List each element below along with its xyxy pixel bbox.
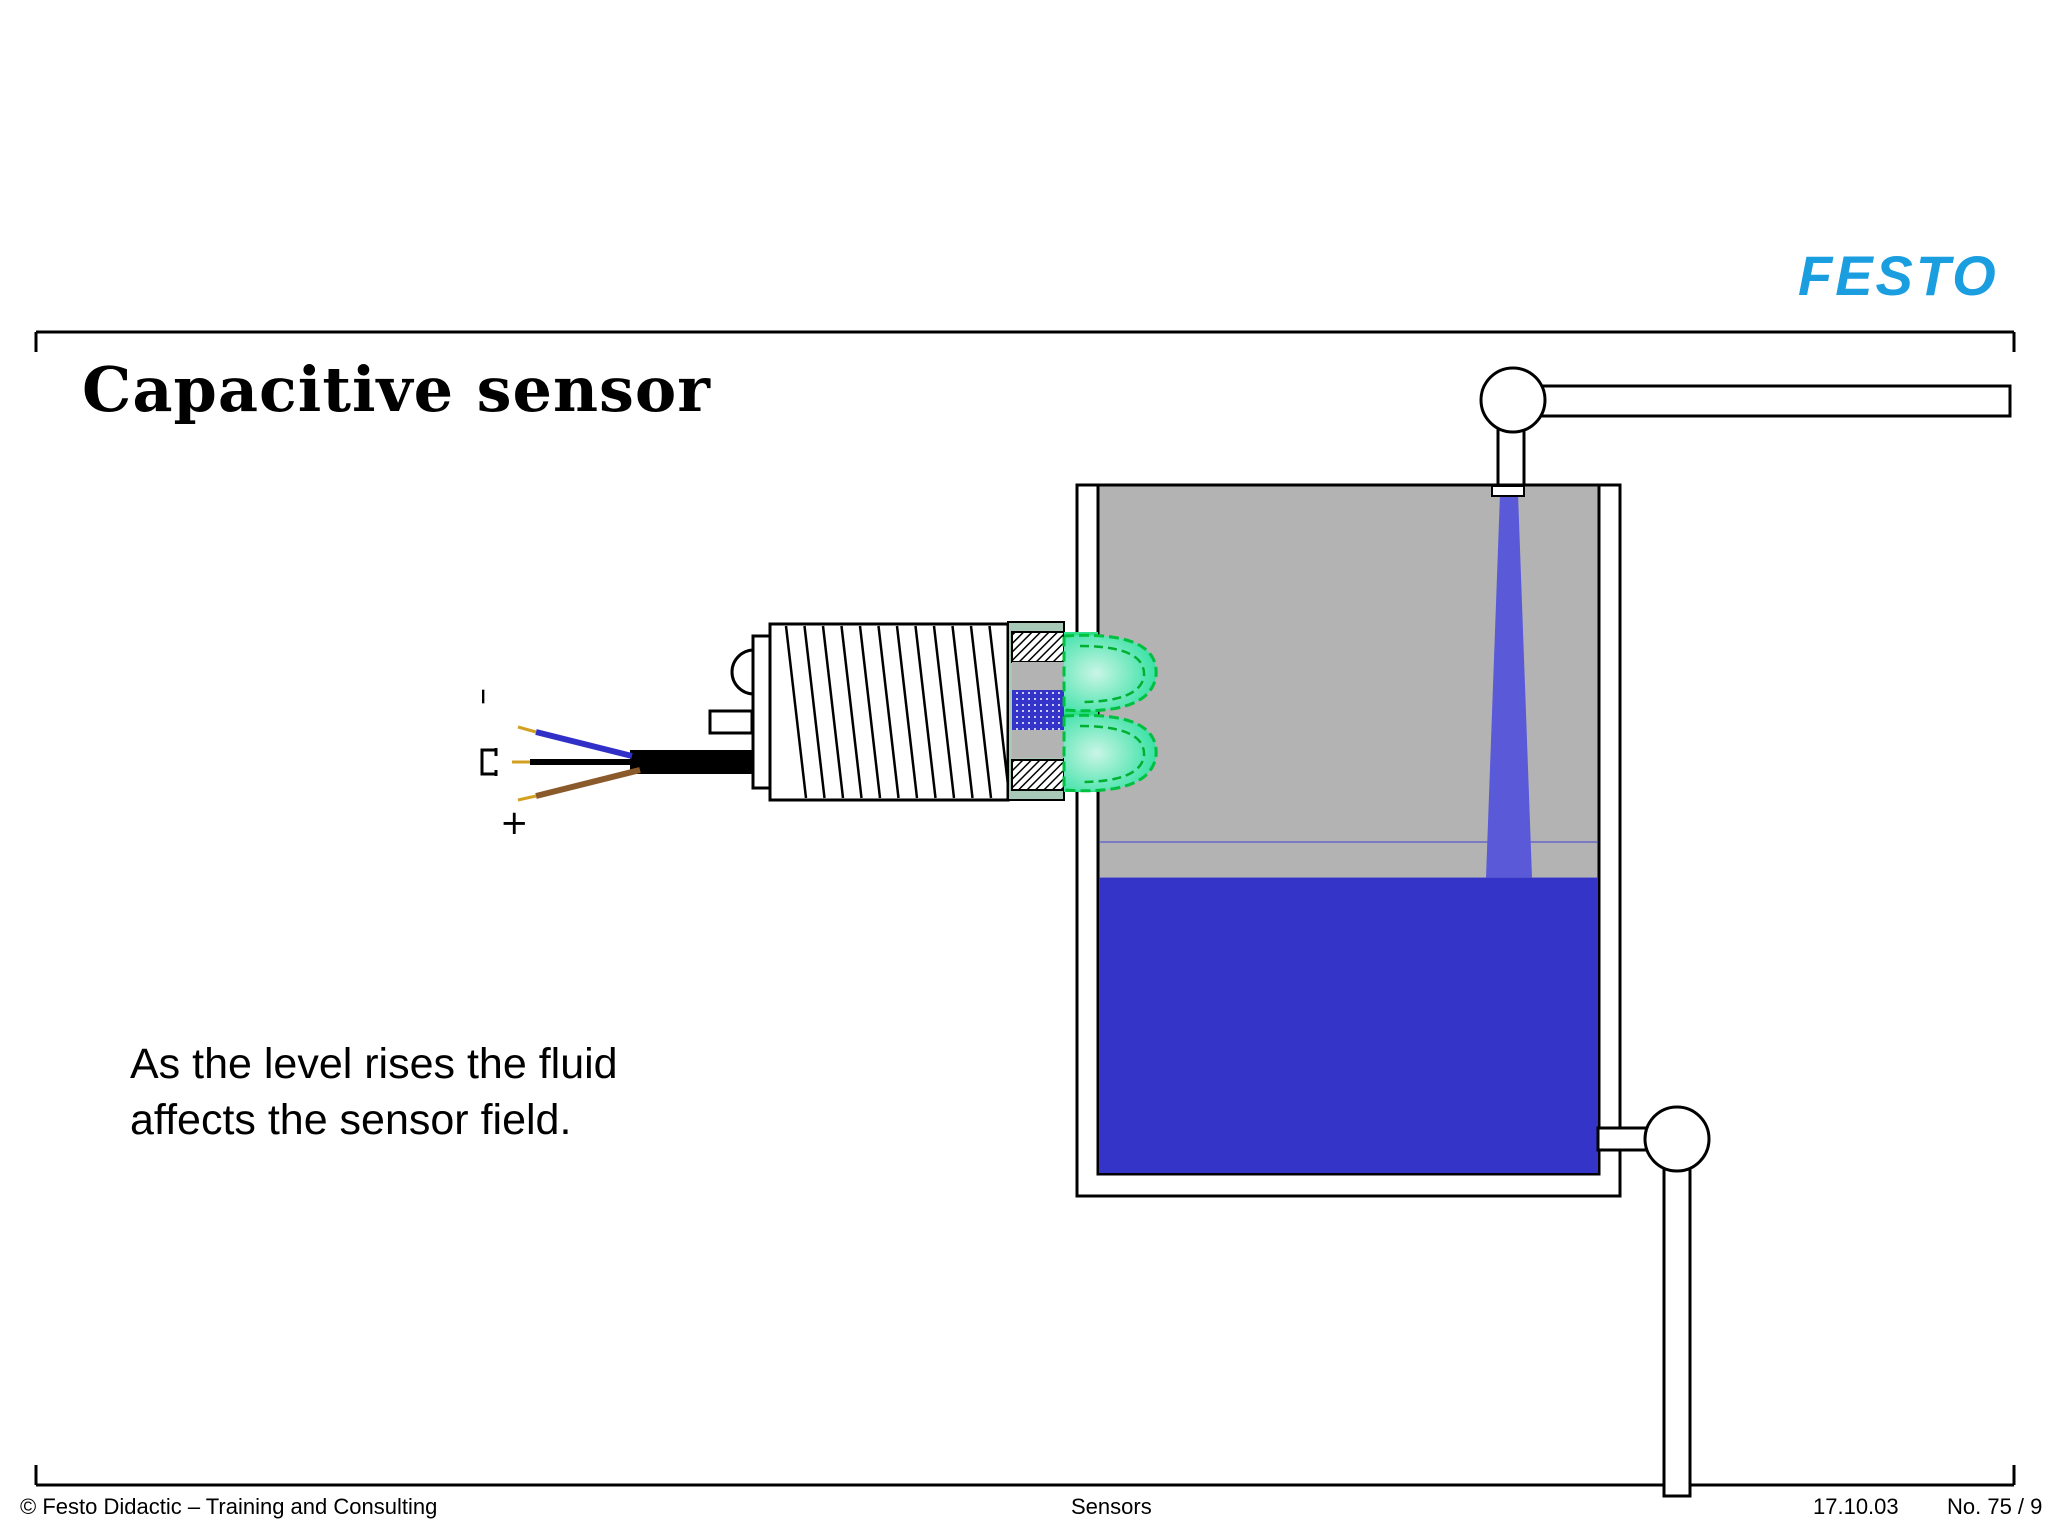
caption-line-2: affects the sensor field. (130, 1096, 572, 1144)
thread-line (821, 625, 845, 799)
thread-line (988, 625, 1011, 799)
thread-line (895, 625, 919, 799)
festo-logo: FESTO (1798, 244, 1999, 307)
thread-line (784, 625, 808, 799)
footer-topic: Sensors (1071, 1494, 1152, 1519)
positive-terminal-label: + (500, 803, 529, 843)
thread-line (858, 625, 882, 799)
tank-fluid (1099, 877, 1598, 1173)
sensor-field (1062, 632, 1158, 793)
thread-line (951, 625, 974, 799)
negative-terminal-label: – (465, 688, 505, 705)
slide-frame (34, 330, 2016, 1487)
footer-date: 17.10.03 (1813, 1494, 1899, 1519)
thread-line (803, 625, 826, 799)
thread-line (914, 625, 937, 799)
thread-line (840, 625, 863, 799)
pulse-signal-icon (480, 748, 496, 776)
caption: As the level rises the fluid affects the… (130, 1036, 830, 1148)
capacitive-sensor (708, 621, 1158, 802)
thread-line (877, 625, 900, 799)
slide-title: Capacitive sensor (82, 353, 711, 426)
sensor-cable (512, 725, 754, 802)
sensor-electrode (1012, 690, 1064, 730)
inlet-valve-icon (1479, 366, 1547, 434)
caption-line-1: As the level rises the fluid (130, 1040, 618, 1088)
inlet-pipe (1479, 366, 2012, 496)
footer-page-number: No. 75 / 9 (1947, 1494, 2043, 1519)
wire-negative (535, 729, 633, 759)
wire-positive (535, 767, 641, 799)
thread-line (969, 625, 993, 799)
inflow-stream (1486, 494, 1532, 878)
outlet-valve-icon (1643, 1105, 1711, 1173)
outlet-pipe (1596, 1105, 1711, 1498)
thread-line (932, 625, 956, 799)
footer-copyright: © Festo Didactic – Training and Consulti… (20, 1494, 438, 1519)
